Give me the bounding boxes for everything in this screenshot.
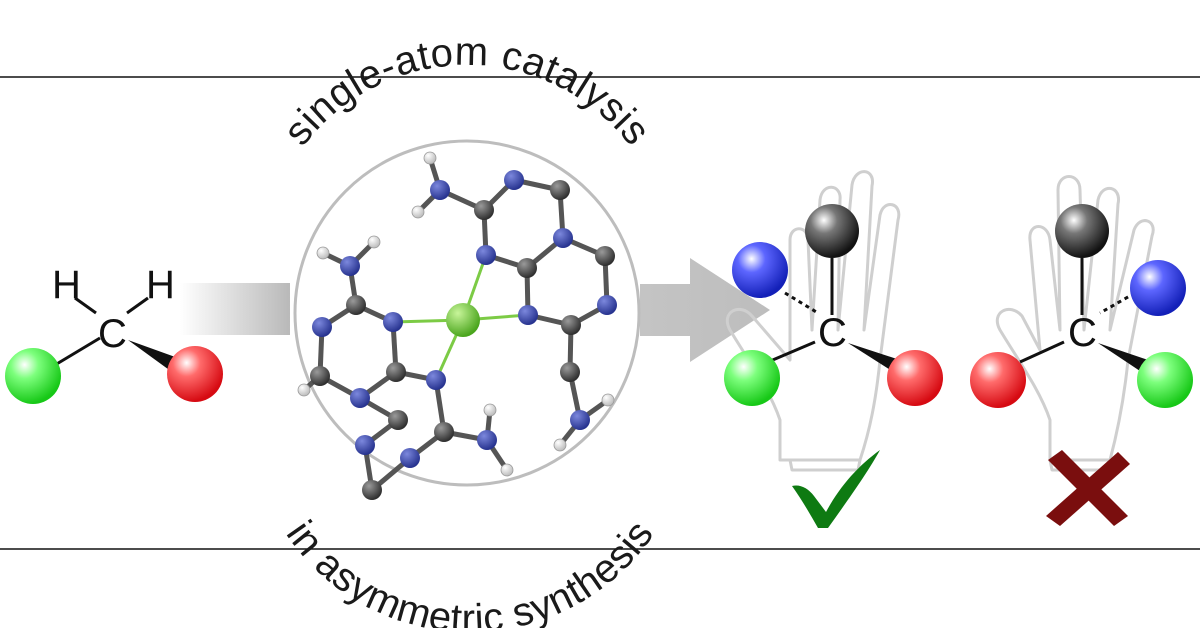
hydrogen-atom [483, 403, 497, 417]
hydrogen-atom [411, 205, 425, 219]
title-top-curved: single-atom catalysis [275, 30, 659, 154]
product-correct-carbon-label: C [818, 311, 847, 355]
check-mark-icon [792, 450, 880, 528]
nitrogen-atom [426, 370, 446, 390]
reactant-molecule: H H C [5, 263, 223, 404]
reaction-arrow-shaft-left [180, 283, 290, 335]
black-atom [1055, 204, 1109, 258]
nitrogen-atom [518, 305, 538, 325]
reactant-h-right: H [146, 263, 175, 307]
black-atom [805, 204, 859, 258]
nitrogen-atom [553, 228, 573, 248]
hydrogen-atom [423, 151, 437, 165]
green-atom [1137, 352, 1193, 408]
hydrogen-atom [367, 235, 381, 249]
reactant-h-left: H [52, 263, 81, 307]
red-atom [970, 352, 1026, 408]
carbon-atom [474, 200, 494, 220]
carbon-atom [388, 410, 408, 430]
carbon-atom [386, 362, 406, 382]
catalyst-circle [293, 139, 641, 500]
carbon-atom [595, 246, 615, 266]
product-wrong-carbon-label: C [1068, 311, 1097, 355]
reactant-carbon-label: C [98, 312, 127, 356]
hydrogen-atom [316, 246, 330, 260]
nitrogen-atom [340, 256, 360, 276]
product-wrong-panel: C [970, 175, 1193, 526]
green-atom [724, 350, 780, 406]
nitrogen-atom [570, 410, 590, 430]
nitrogen-atom [350, 388, 370, 408]
nitrogen-atom [355, 435, 375, 455]
carbon-atom [346, 295, 366, 315]
nitrogen-atom [430, 180, 450, 200]
red-atom [167, 346, 223, 402]
carbon-atom [517, 258, 537, 278]
carbon-atom [560, 362, 580, 382]
carbon-atom [550, 180, 570, 200]
title-bottom-curved: in asymmetric synthesis [278, 513, 662, 628]
carbon-atom [310, 366, 330, 386]
nitrogen-atom [477, 430, 497, 450]
nitrogen-atom [597, 295, 617, 315]
hydrogen-atom [297, 383, 311, 397]
blue-atom [1130, 260, 1186, 316]
hydrogen-atom [500, 463, 514, 477]
carbon-atom [362, 480, 382, 500]
carbon-atom [434, 422, 454, 442]
green-atom [5, 348, 61, 404]
reaction-arrow-head [640, 258, 770, 362]
nitrogen-atom [312, 317, 332, 337]
cross-mark-icon [1046, 450, 1130, 526]
product-correct-panel: C [724, 170, 943, 528]
nitrogen-atom [400, 448, 420, 468]
hydrogen-atom [601, 393, 615, 407]
blue-atom [732, 242, 788, 298]
hydrogen-atom [553, 438, 567, 452]
nitrogen-atom [504, 170, 524, 190]
metal-atom [446, 303, 480, 337]
nitrogen-atom [476, 245, 496, 265]
red-atom [887, 350, 943, 406]
carbon-atom [561, 315, 581, 335]
nitrogen-atom [383, 312, 403, 332]
